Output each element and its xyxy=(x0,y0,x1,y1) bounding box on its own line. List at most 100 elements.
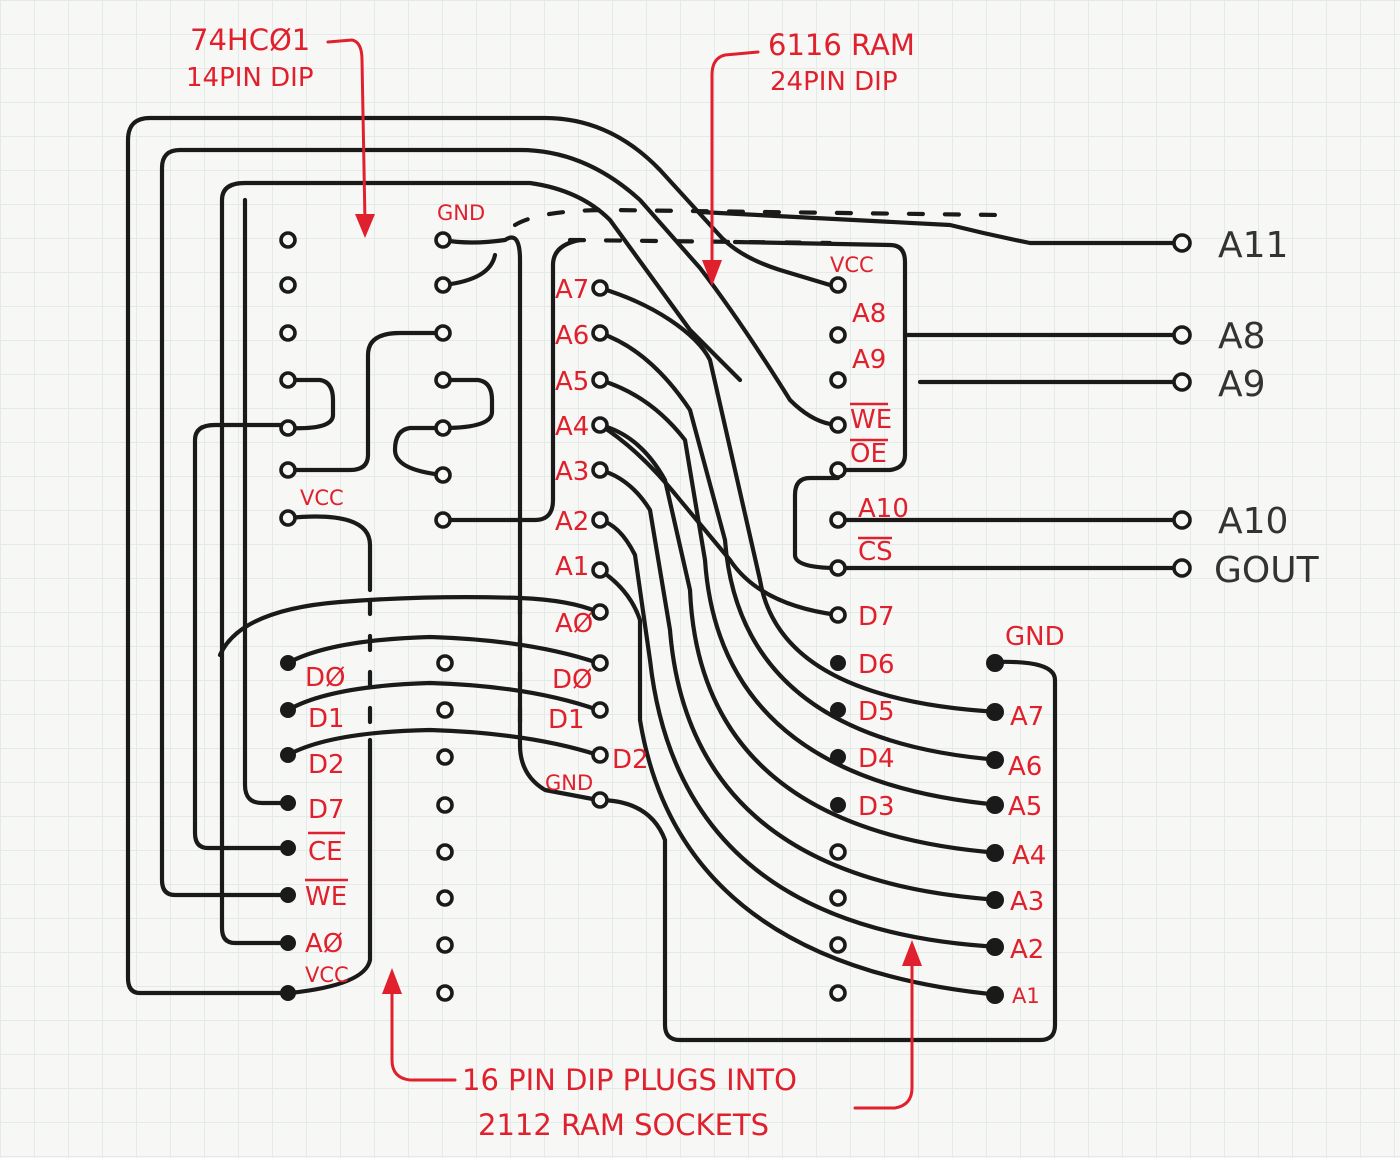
arrowhead-6116 xyxy=(702,260,722,286)
label-74hc01-vcc: VCC xyxy=(300,486,344,510)
pin-dip16-5 xyxy=(280,840,296,856)
terminal-a10 xyxy=(1172,510,1192,530)
pin-6116-vcc xyxy=(829,276,847,294)
label-6116-r-d4: D4 xyxy=(858,744,895,774)
pin-dip16-10 xyxy=(436,936,454,954)
wire-a2 xyxy=(597,517,1003,950)
pin-6116-d0 xyxy=(591,654,609,672)
label-dip16-ce: CE xyxy=(308,837,343,867)
pin-socket-nc-3 xyxy=(829,936,847,954)
pin-6116-a6 xyxy=(591,324,609,342)
label-ext-a10: A10 xyxy=(1218,501,1288,542)
wire-a11 xyxy=(697,209,1183,246)
pin-6116-d6 xyxy=(830,655,846,671)
pin-socket-nc-1 xyxy=(829,843,847,861)
label-socket-a2: A2 xyxy=(1010,935,1044,965)
arrow-socket xyxy=(853,958,914,1110)
annotation-arrows xyxy=(326,38,922,1110)
label-socket-a1: A1 xyxy=(1012,984,1040,1008)
wire-d7-loop xyxy=(242,197,291,806)
wire-d1-arc xyxy=(285,680,601,713)
arrow-6116 xyxy=(710,50,760,270)
label-6116-l-a5: A5 xyxy=(555,367,589,397)
pin-74hc01-8 xyxy=(434,511,452,529)
wire-a7 xyxy=(597,285,1003,715)
label-6116-r-vcc: VCC xyxy=(830,253,874,277)
pin-socket-a5 xyxy=(986,796,1004,814)
pin-6116-a5 xyxy=(591,371,609,389)
pin-socket-a4 xyxy=(986,844,1004,862)
label-6116-r-a9: A9 xyxy=(852,345,886,375)
terminal-a9 xyxy=(1172,372,1192,392)
wire-a2-gate xyxy=(440,237,583,523)
wire-oe-cs xyxy=(792,475,841,571)
pins xyxy=(279,231,1192,1004)
pin-dip16-11 xyxy=(436,889,454,907)
pin-6116-oe xyxy=(829,461,847,479)
label-socket-a6: A6 xyxy=(1008,752,1042,782)
label-socket-line1: 16 PIN DIP PLUGS INTO xyxy=(462,1063,797,1097)
label-dip16-a0: AØ xyxy=(305,929,343,959)
labels: 74HCØ1 14PIN DIP 6116 RAM 24PIN DIP 16 P… xyxy=(186,23,1320,1142)
pin-dip16-7 xyxy=(280,935,296,951)
label-socket-a7: A7 xyxy=(1010,702,1044,732)
arrowhead-socket xyxy=(902,940,922,966)
label-6116-r-d6: D6 xyxy=(858,650,895,680)
label-dip16-d0: DØ xyxy=(305,663,346,693)
pin-dip16-12 xyxy=(436,843,454,861)
label-ext-a8: A8 xyxy=(1218,316,1266,357)
arrow-dip16 xyxy=(390,986,457,1082)
pin-74hc01-1 xyxy=(279,231,297,249)
pin-74hc01-3 xyxy=(279,324,297,342)
pin-dip16-6 xyxy=(280,887,296,903)
label-6116-l-d2: D2 xyxy=(612,745,649,775)
label-74hc01-line1: 74HCØ1 xyxy=(190,23,310,57)
pin-6116-a9 xyxy=(829,371,847,389)
wire-gate-mid xyxy=(285,330,446,473)
label-6116-l-a3: A3 xyxy=(555,457,589,487)
label-socket-a4: A4 xyxy=(1012,841,1046,871)
wire-outer-we xyxy=(159,147,833,898)
label-ext-a9: A9 xyxy=(1218,364,1266,405)
arrowhead-74hc01 xyxy=(355,214,375,238)
label-6116-l-a4: A4 xyxy=(555,412,589,442)
pin-74hc01-5 xyxy=(279,419,297,437)
label-6116-l-gnd: GND xyxy=(545,771,593,795)
wire-d7-6116 xyxy=(597,422,841,618)
wire-vcc-short xyxy=(285,514,373,593)
label-6116-l-a7: A7 xyxy=(555,275,589,305)
pin-74hc01-12 xyxy=(434,324,452,342)
label-socket-line2: 2112 RAM SOCKETS xyxy=(478,1108,769,1142)
pin-6116-a2 xyxy=(591,511,609,529)
pin-dip16-13 xyxy=(436,796,454,814)
label-6116-line2: 24PIN DIP xyxy=(770,67,898,97)
pin-74hc01-13 xyxy=(434,276,452,294)
label-6116-l-a1: A1 xyxy=(555,552,589,582)
pin-6116-d7 xyxy=(829,606,847,624)
wire-vcc-down xyxy=(287,737,373,996)
wire-outer-vcc xyxy=(125,115,833,996)
pin-socket-a2 xyxy=(986,938,1004,956)
pin-6116-a8 xyxy=(829,326,847,344)
terminal-a8 xyxy=(1172,325,1192,345)
label-6116-r-d3: D3 xyxy=(858,792,895,822)
label-dip16-d7: D7 xyxy=(308,795,345,825)
label-6116-l-d1: D1 xyxy=(548,705,585,735)
wire-d2-arc xyxy=(285,727,601,758)
pin-dip16-4 xyxy=(280,795,296,811)
wire-gate-loop-left xyxy=(285,377,336,431)
wire-a0-arc xyxy=(217,595,601,658)
wire-a1 xyxy=(597,567,1003,998)
wire-outer-a0 xyxy=(219,180,743,946)
label-6116-r-oe: OE xyxy=(850,439,887,469)
pin-6116-a1 xyxy=(591,561,609,579)
label-6116-l-a0: AØ xyxy=(555,609,593,639)
label-ext-a11: A11 xyxy=(1218,225,1288,266)
pin-dip16-1 xyxy=(280,655,296,671)
terminal-a11 xyxy=(1172,233,1192,253)
label-6116-r-cs: CS xyxy=(858,537,893,567)
label-6116-line1: 6116 RAM xyxy=(768,28,915,62)
label-6116-r-a8: A8 xyxy=(852,299,886,329)
pin-74hc01-4 xyxy=(279,371,297,389)
